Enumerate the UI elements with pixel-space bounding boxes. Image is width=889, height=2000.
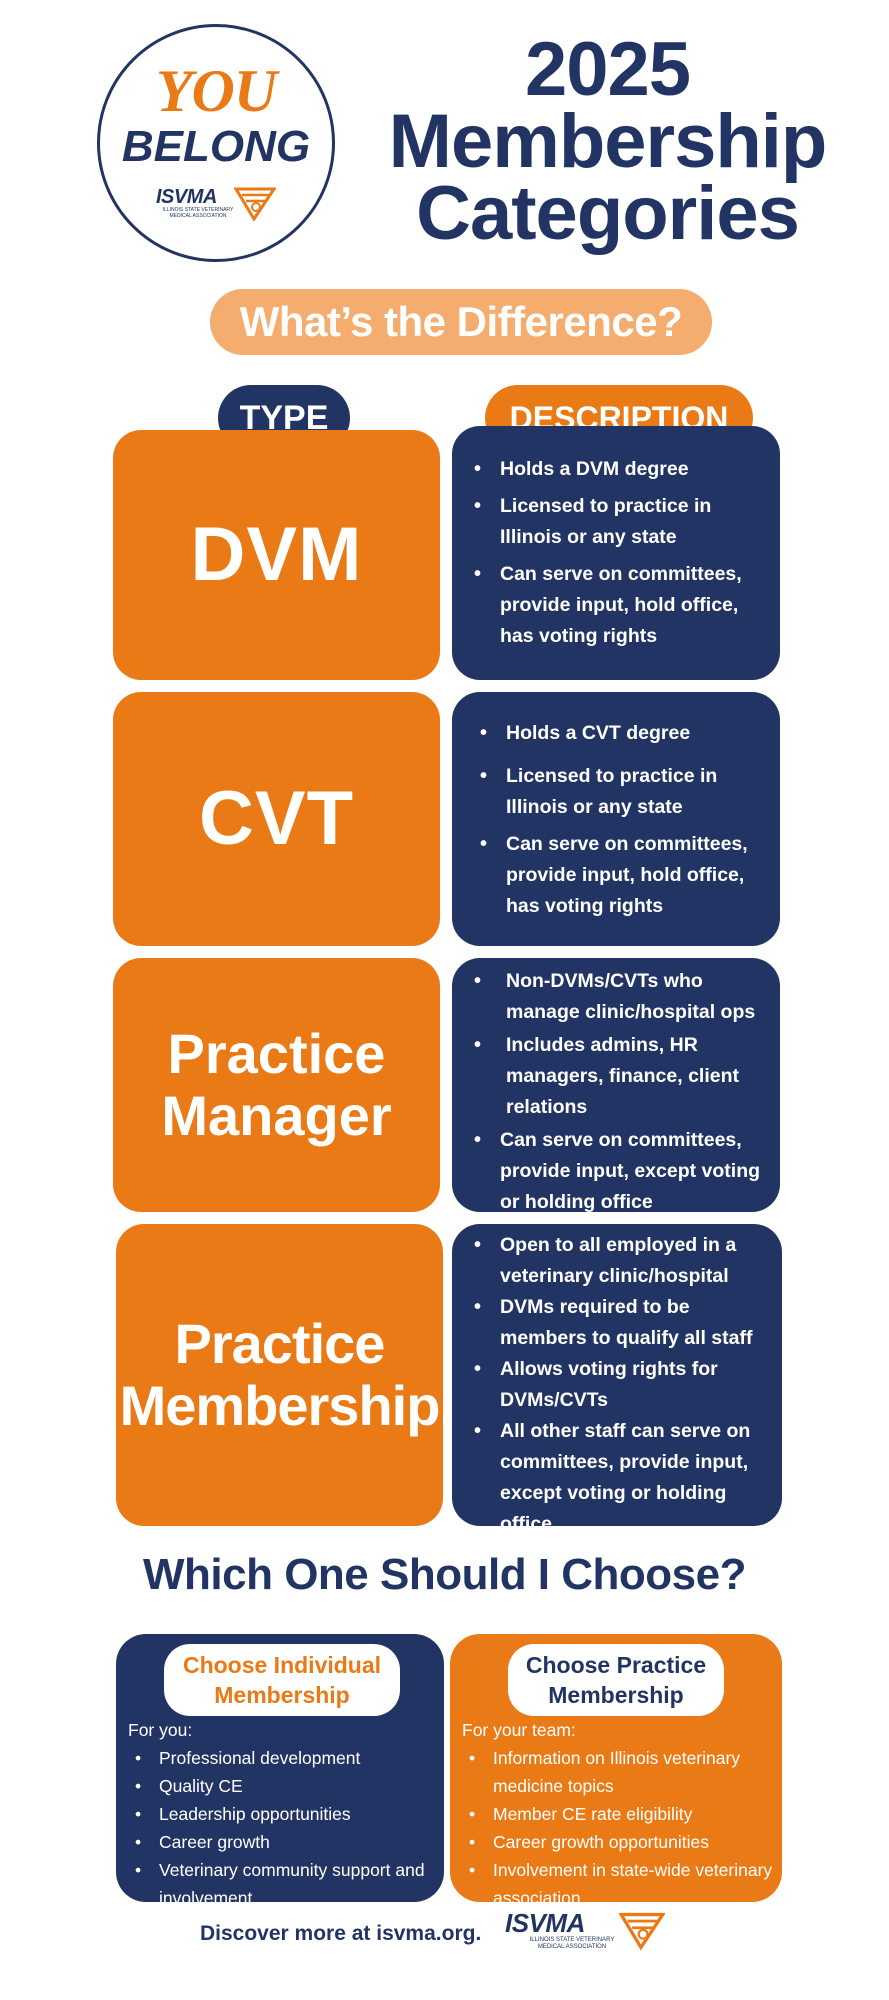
list-item: Non-DVMs/CVTs who manage clinic/hospital… (468, 966, 772, 1028)
choose-individual-card: Choose Individual Membership For you: Pr… (116, 1634, 444, 1908)
list-item: Licensed to practice in Illinois or any … (474, 761, 768, 823)
type-practice-manager: Practice Manager (113, 958, 440, 1212)
list-item: Open to all employed in a veterinary cli… (468, 1230, 774, 1292)
logo-you-text: YOU (155, 58, 277, 124)
list-item: Can serve on committees, provide input, … (474, 829, 768, 922)
list-item: DVMs required to be members to qualify a… (468, 1292, 774, 1354)
type-dvm-label: DVM (190, 512, 363, 597)
type-practice-membership-line1: Practice (174, 1312, 386, 1375)
description-cvt: Holds a CVT degree Licensed to practice … (452, 692, 780, 946)
type-practice-manager-line1: Practice (167, 1022, 386, 1085)
type-cvt: CVT (113, 692, 440, 946)
list-item: Professional development (128, 1744, 440, 1772)
title-year: 2025 (524, 27, 691, 112)
list-item: Involvement in state-wide veterinary ass… (462, 1856, 774, 1912)
choose-practice-title-line1: Choose Practice (525, 1652, 707, 1678)
you-belong-logo: YOU BELONG ISVMA ILLINOIS STATE VETERINA… (97, 24, 335, 262)
description-practice-manager: Non-DVMs/CVTs who manage clinic/hospital… (452, 958, 780, 1213)
description-practice-membership: Open to all employed in a veterinary cli… (452, 1224, 782, 1535)
which-heading: Which One Should I Choose? (143, 1550, 746, 1599)
list-item: Holds a DVM degree (468, 454, 768, 485)
list-item: Member CE rate eligibility (462, 1800, 774, 1828)
discover-more-text: Discover more at isvma.org. (200, 1922, 482, 1945)
list-item: Licensed to practice in Illinois or any … (468, 491, 768, 553)
choose-practice-card: Choose Practice Membership For your team… (450, 1634, 782, 1908)
choose-practice-title-line2: Membership (548, 1682, 684, 1708)
description-dvm: Holds a DVM degree Licensed to practice … (452, 426, 780, 680)
list-item: Includes admins, HR managers, finance, c… (468, 1030, 772, 1123)
title-categories: Categories (416, 171, 800, 256)
choose-individual-title-line2: Membership (214, 1682, 350, 1708)
type-practice-manager-line2: Manager (161, 1084, 392, 1147)
isvma-subtitle: ILLINOIS STATE VETERINARY MEDICAL ASSOCI… (162, 207, 234, 219)
isvma-chevron-icon (619, 1912, 665, 1951)
list-item: Career growth (128, 1828, 440, 1856)
logo-belong-text: BELONG (121, 122, 311, 171)
isvma-chevron-icon (234, 187, 276, 221)
type-practice-membership: Practice Membership (116, 1224, 443, 1526)
choose-individual-title-line1: Choose Individual (182, 1652, 382, 1678)
list-item: Quality CE (128, 1772, 440, 1800)
choose-practice-title: Choose Practice Membership (508, 1644, 724, 1716)
list-item: Information on Illinois veterinary medic… (462, 1744, 774, 1800)
footer-isvma-logo: ISVMA ILLINOIS STATE VETERINARY MEDICAL … (505, 1910, 665, 1970)
list-item: Can serve on committees, provide input, … (468, 559, 768, 652)
list-item: Holds a CVT degree (474, 718, 768, 749)
type-practice-membership-line2: Membership (119, 1374, 441, 1437)
type-dvm: DVM (113, 430, 440, 680)
choose-practice-intro: For your team: (462, 1720, 576, 1740)
list-item: Career growth opportunities (462, 1828, 774, 1856)
list-item: Leadership opportunities (128, 1800, 440, 1828)
list-item: All other staff can serve on committees,… (468, 1416, 774, 1540)
difference-heading: What’s the Difference? (210, 289, 712, 355)
list-item: Can serve on committees, provide input, … (468, 1125, 772, 1218)
footer-isvma-wordmark: ISVMA (505, 1908, 585, 1938)
footer-isvma-subtitle: ILLINOIS STATE VETERINARY MEDICAL ASSOCI… (529, 1937, 615, 1950)
isvma-logo: ISVMA ILLINOIS STATE VETERINARY MEDICAL … (156, 187, 286, 237)
list-item: Veterinary community support and involve… (128, 1856, 440, 1912)
list-item: Allows voting rights for DVMs/CVTs (468, 1354, 774, 1416)
title-membership: Membership (388, 99, 828, 184)
choose-individual-title: Choose Individual Membership (164, 1644, 400, 1716)
choose-individual-intro: For you: (128, 1720, 193, 1740)
isvma-wordmark: ISVMA (156, 186, 217, 208)
type-cvt-label: CVT (199, 776, 354, 861)
